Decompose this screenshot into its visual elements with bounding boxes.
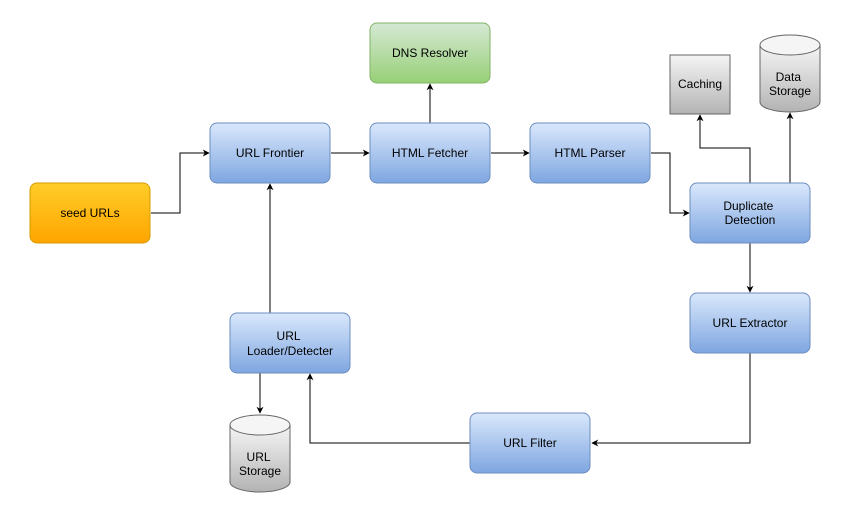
url-loader-label: URL Loader/Detecter bbox=[247, 329, 333, 358]
seed-urls-box: seed URLs bbox=[29, 182, 151, 244]
edge-duplicate-to-caching bbox=[696, 114, 751, 183]
url-frontier-label: URL Frontier bbox=[236, 146, 304, 160]
connectors bbox=[151, 83, 794, 447]
html-fetcher-box: HTML Fetcher bbox=[369, 122, 491, 184]
data-storage-label: Data Storage bbox=[769, 70, 811, 98]
caching-box: Caching bbox=[669, 54, 731, 115]
edge-extractor-to-filter bbox=[591, 353, 751, 447]
data-storage-cylinder: Data Storage bbox=[759, 34, 821, 113]
url-storage-label: URL Storage bbox=[239, 450, 281, 478]
dns-resolver-label: DNS Resolver bbox=[392, 46, 468, 60]
html-fetcher-label: HTML Fetcher bbox=[392, 146, 468, 160]
caching-label: Caching bbox=[678, 77, 722, 91]
html-parser-label: HTML Parser bbox=[555, 146, 626, 160]
duplicate-detection-box: Duplicate Detection bbox=[689, 182, 811, 244]
edge-parser-to-duplicate bbox=[651, 152, 690, 217]
url-filter-label: URL Filter bbox=[503, 436, 557, 450]
edge-seed-to-frontier bbox=[151, 149, 210, 214]
url-extractor-label: URL Extractor bbox=[713, 316, 788, 330]
url-filter-box: URL Filter bbox=[469, 412, 591, 474]
seed-urls-label: seed URLs bbox=[60, 206, 119, 220]
url-loader-box: URL Loader/Detecter bbox=[229, 312, 351, 374]
dns-resolver-box: DNS Resolver bbox=[369, 22, 491, 84]
url-frontier-box: URL Frontier bbox=[209, 122, 331, 184]
url-storage-cylinder: URL Storage bbox=[229, 414, 291, 493]
edge-filter-to-loader bbox=[306, 373, 470, 444]
duplicate-detection-label: Duplicate Detection bbox=[723, 199, 776, 227]
html-parser-box: HTML Parser bbox=[529, 122, 651, 184]
url-extractor-box: URL Extractor bbox=[689, 292, 811, 354]
